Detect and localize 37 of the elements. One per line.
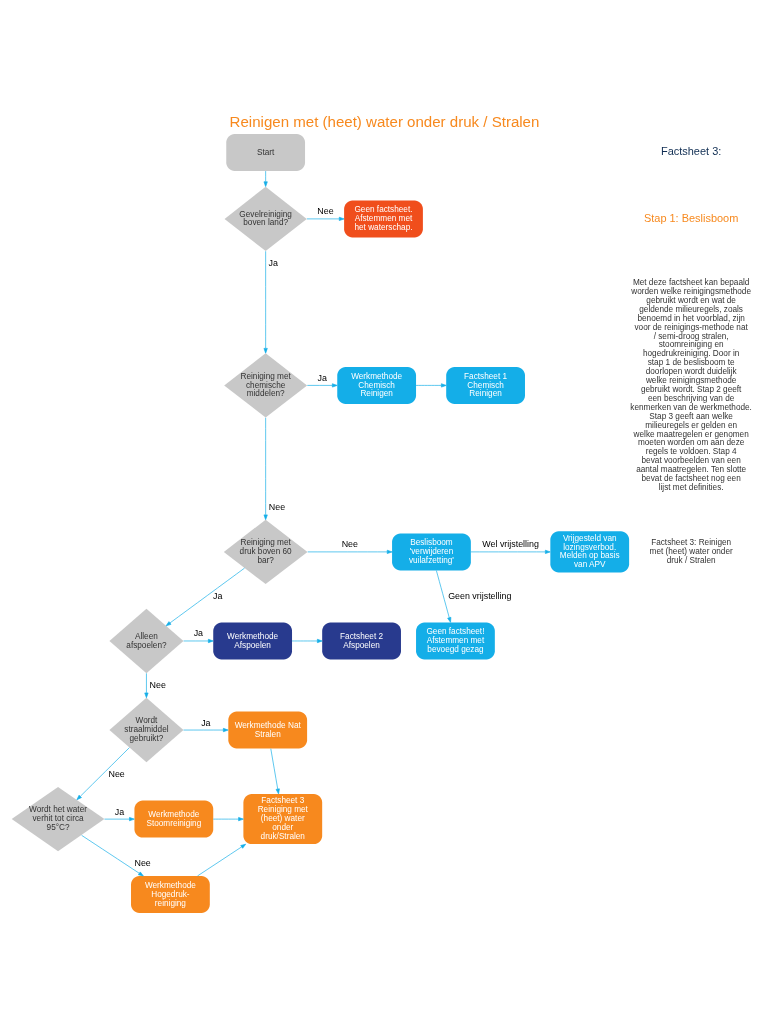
diagram-title: Reinigen met (heet) water onder druk / Stralen — [229, 112, 539, 130]
label: Stap 1: Beslisboom — [643, 211, 738, 224]
arrow — [470, 549, 550, 554]
edge-label: Wel vrijstelling — [481, 538, 539, 549]
edge-label: Nee — [149, 679, 166, 690]
edge-label: Ja — [193, 627, 203, 638]
arrow — [182, 638, 213, 643]
arrow — [415, 382, 447, 387]
arrow — [263, 250, 268, 354]
arrow — [263, 170, 268, 187]
arrow — [263, 416, 268, 520]
arrow — [80, 834, 144, 876]
edge-label: Nee — [268, 501, 285, 512]
edge-label: Geen vrijstelling — [447, 590, 511, 601]
edge-label: Nee — [107, 768, 125, 779]
edge-label: Ja — [212, 590, 222, 601]
arrow — [306, 216, 344, 221]
edge-label: Nee — [316, 205, 334, 216]
arrow — [143, 672, 148, 698]
arrow — [76, 746, 130, 800]
edge-label: Nee — [134, 857, 151, 868]
arrow — [306, 549, 392, 554]
arrow — [165, 567, 245, 626]
arrow — [212, 816, 244, 821]
edge-label: Nee — [341, 538, 358, 549]
edge-label: Ja — [200, 717, 211, 728]
arrow — [196, 843, 246, 876]
arrow — [182, 727, 228, 732]
edge-label: Ja — [316, 372, 327, 383]
arrow — [435, 569, 451, 623]
edge-label: Ja — [114, 806, 124, 817]
label: Factsheet 3: — [660, 144, 721, 157]
arrow — [269, 747, 280, 794]
arrow — [306, 382, 337, 387]
edge-label: Ja — [267, 257, 278, 268]
arrow — [103, 816, 135, 821]
arrow — [291, 638, 322, 643]
